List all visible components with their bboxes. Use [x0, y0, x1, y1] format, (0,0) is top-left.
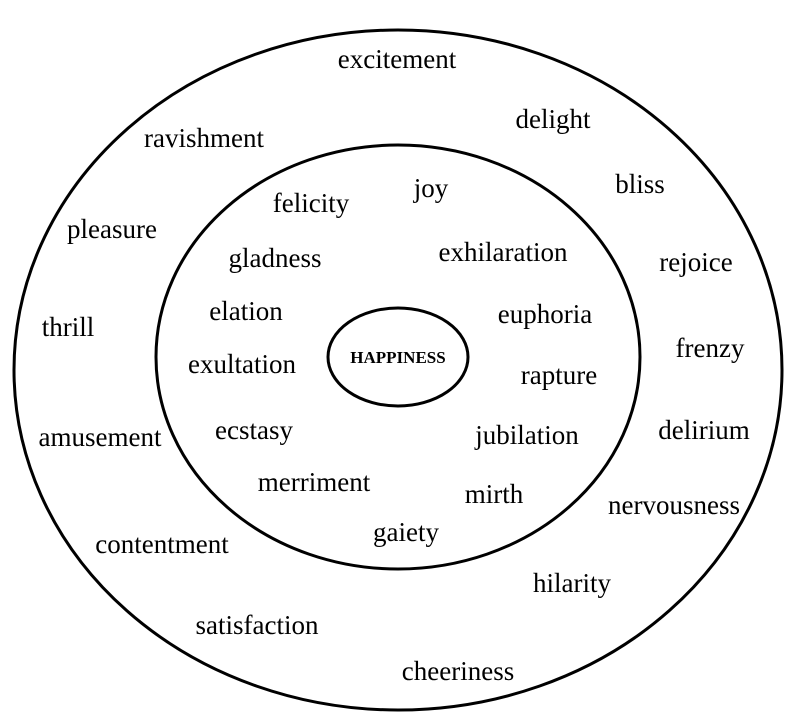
outer-word: satisfaction — [196, 610, 319, 640]
inner-word: jubilation — [474, 420, 579, 450]
inner-word: felicity — [273, 188, 350, 218]
outer-ring — [12, 28, 784, 712]
inner-word: euphoria — [498, 299, 592, 329]
inner-word: joy — [413, 173, 449, 203]
inner-ring — [154, 143, 642, 571]
inner-word: ecstasy — [215, 415, 293, 445]
outer-word: amusement — [39, 422, 162, 452]
outer-word: frenzy — [676, 333, 745, 363]
inner-word: elation — [209, 296, 283, 326]
inner-word: rapture — [521, 360, 597, 390]
center-label: HAPPINESS — [350, 348, 445, 367]
outer-word: bliss — [615, 169, 665, 199]
outer-word: delirium — [658, 415, 749, 445]
outer-word: delight — [516, 104, 591, 134]
inner-word: exhilaration — [439, 237, 568, 267]
outer-word: excitement — [338, 44, 457, 74]
inner-word-group: felicity joy gladness exhilaration elati… — [188, 173, 597, 547]
outer-word: rejoice — [659, 247, 732, 277]
outer-word: contentment — [95, 529, 229, 559]
outer-word: ravishment — [144, 123, 264, 153]
outer-word: hilarity — [533, 568, 611, 598]
outer-word: pleasure — [67, 214, 157, 244]
inner-word: mirth — [465, 479, 524, 509]
inner-word: gaiety — [373, 517, 439, 547]
outer-word: thrill — [42, 312, 95, 342]
outer-word-group: excitement ravishment delight bliss plea… — [39, 44, 750, 686]
center-ring — [326, 306, 470, 408]
inner-word: gladness — [229, 243, 322, 273]
inner-word: exultation — [188, 349, 296, 379]
inner-word: merriment — [258, 467, 371, 497]
outer-word: cheeriness — [402, 656, 514, 686]
outer-word: nervousness — [608, 490, 740, 520]
